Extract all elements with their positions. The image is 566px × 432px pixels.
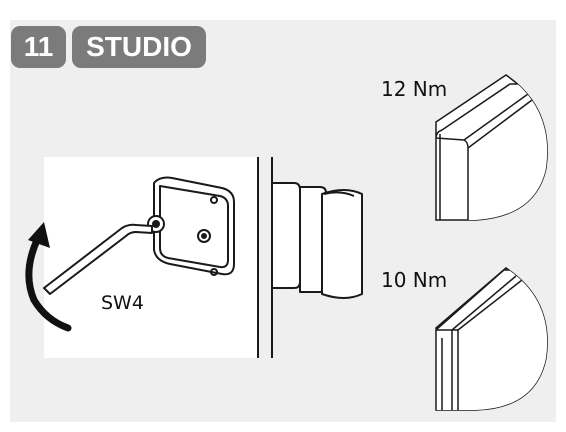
step-title-badge: STUDIO bbox=[72, 26, 206, 68]
screw-socket bbox=[152, 220, 160, 228]
torque-detail-10nm bbox=[435, 267, 548, 411]
tool-size-label: SW4 bbox=[101, 292, 144, 314]
hex-key-icon bbox=[43, 223, 153, 295]
curved-arrow-icon bbox=[25, 222, 72, 332]
step-number-badge: 11 bbox=[11, 26, 66, 68]
torque-detail-12nm bbox=[435, 74, 548, 221]
frame-edge bbox=[257, 157, 273, 358]
hinge-plate bbox=[147, 176, 235, 276]
hinge-body bbox=[271, 182, 363, 299]
torque-label-top: 12 Nm bbox=[381, 77, 448, 101]
torque-label-bottom: 10 Nm bbox=[381, 268, 448, 292]
